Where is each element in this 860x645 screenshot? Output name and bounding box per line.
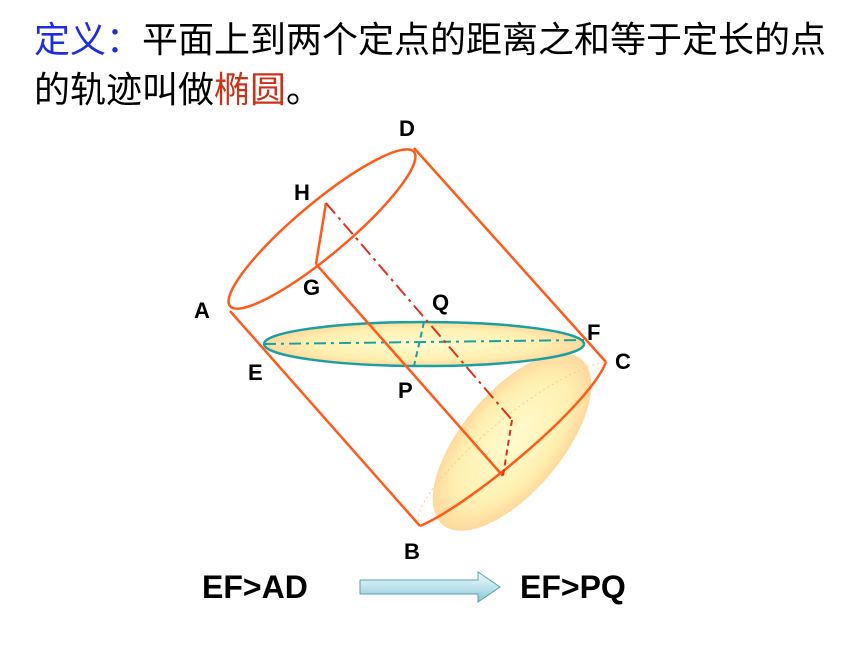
definition-text: 定义：平面上到两个定点的距离之和等于定长的点的轨迹叫做椭圆。	[34, 16, 834, 116]
section-ellipse	[262, 320, 586, 368]
point-label-A: A	[194, 298, 210, 323]
definition-body: 平面上到两个定点的距离之和等于定长的点的轨迹叫做	[34, 20, 827, 111]
segment-H-G	[314, 202, 328, 265]
point-label-D: D	[399, 116, 415, 141]
generator-G-bottom	[315, 263, 504, 477]
point-label-B: B	[404, 539, 420, 564]
generator-D-C	[413, 147, 607, 363]
point-label-E: E	[248, 360, 263, 385]
top-ellipse	[227, 148, 417, 310]
definition-end: 。	[286, 70, 323, 111]
point-label-P: P	[398, 378, 413, 403]
bottom-ellipse-back-arc	[417, 361, 607, 527]
minor-axis-PQ	[413, 321, 425, 367]
generator-A-B	[229, 310, 421, 527]
point-label-H: H	[294, 180, 310, 205]
point-label-C: C	[615, 349, 631, 374]
definition-label: 定义：	[34, 20, 143, 61]
hidden-line-H	[325, 202, 513, 421]
point-label-G: G	[303, 275, 320, 300]
arrow-icon	[359, 571, 501, 603]
point-label-Q: Q	[432, 290, 449, 315]
relation-left: EF>AD	[202, 569, 308, 605]
point-label-F: F	[587, 320, 600, 345]
bottom-ellipse	[432, 353, 592, 531]
bottom-ellipse-front-arc	[419, 361, 608, 528]
relation-right: EF>PQ	[520, 569, 626, 605]
definition-term: 椭圆	[214, 70, 287, 111]
major-axis-EF	[263, 339, 585, 345]
